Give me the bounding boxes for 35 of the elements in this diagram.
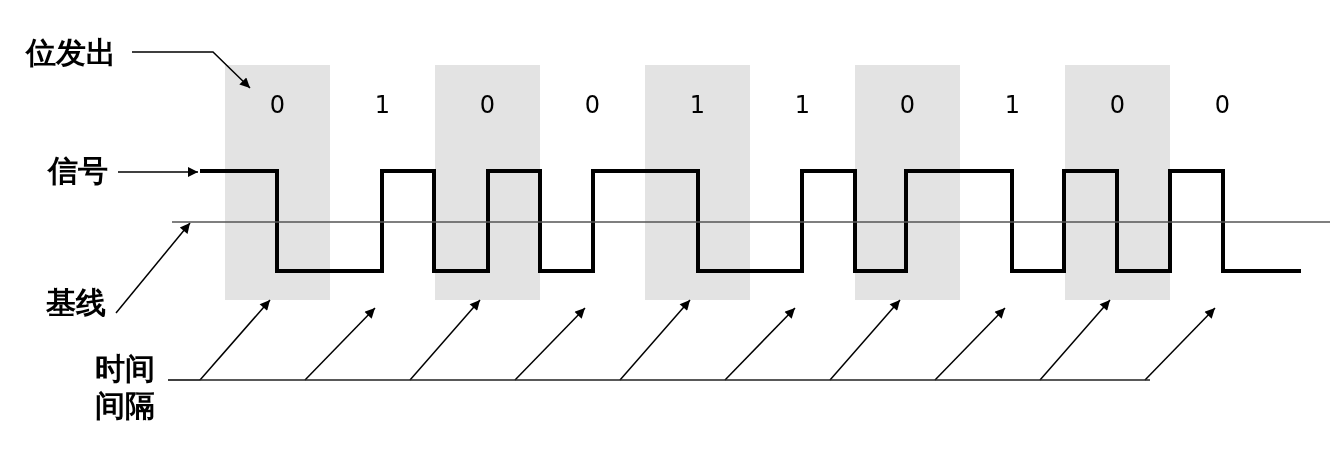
bit-value: 0: [1214, 93, 1231, 117]
bit-slot: [645, 65, 750, 300]
arrow: [934, 307, 1006, 381]
label: 位发出: [26, 34, 116, 72]
bit-value: 1: [689, 93, 706, 117]
arrow: [514, 307, 586, 381]
arrow: [829, 299, 901, 381]
bit-value: 1: [1004, 93, 1021, 117]
arrow: [1144, 307, 1216, 381]
bit-slot: [435, 65, 540, 300]
arrow: [117, 167, 199, 177]
time-axis-line: [200, 379, 1150, 381]
arrow: [131, 51, 251, 89]
arrow: [304, 307, 376, 381]
arrow: [1039, 299, 1111, 381]
label: 时间间隔: [94, 349, 156, 425]
arrow: [409, 299, 481, 381]
bit-value: 0: [1109, 93, 1126, 117]
bit-value: 0: [269, 93, 286, 117]
bit-value: 0: [584, 93, 601, 117]
label: 基线: [45, 284, 107, 322]
bit-value: 0: [899, 93, 916, 117]
bit-value: 1: [794, 93, 811, 117]
arrow: [115, 222, 191, 314]
bit-slot: [1065, 65, 1170, 300]
bit-slot: [225, 65, 330, 300]
bit-slot: [855, 65, 960, 300]
bit-value: 0: [479, 93, 496, 117]
connector-line: [167, 379, 201, 381]
arrow: [199, 299, 271, 381]
label: 信号: [47, 152, 109, 190]
signal-waveform: [198, 169, 1303, 274]
bit-value: 1: [374, 93, 391, 117]
arrow: [724, 307, 796, 381]
arrow: [619, 299, 691, 381]
